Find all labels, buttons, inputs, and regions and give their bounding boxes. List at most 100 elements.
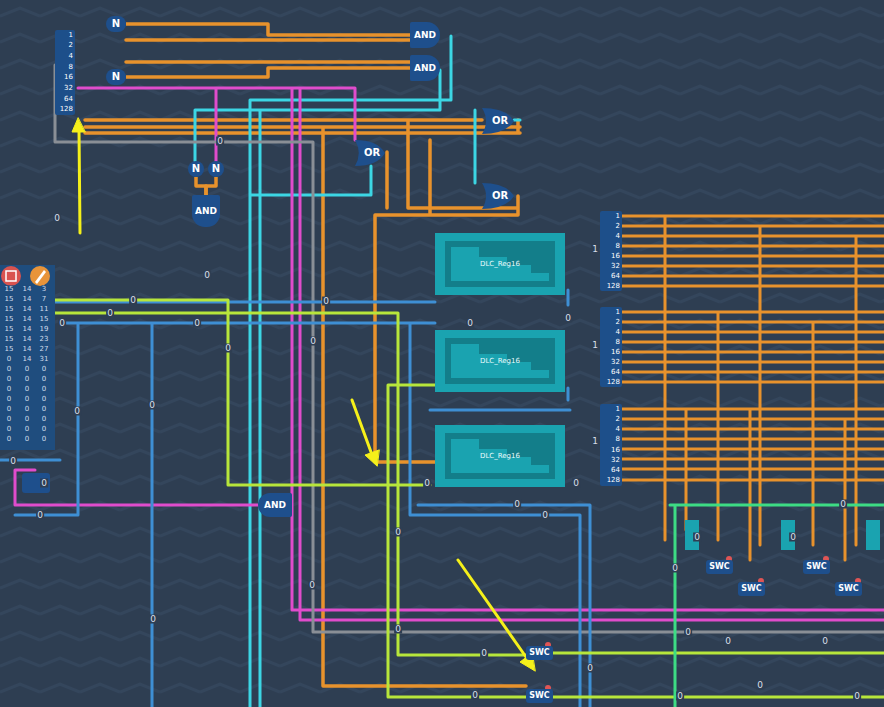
pin-label: 2 [616,223,620,230]
pin-label: 16 [611,447,620,454]
table-cell: 14 [23,286,32,293]
component-label: AND [414,64,436,73]
not-gate: N [106,16,126,32]
edit-button [30,266,50,286]
pin-label: 1 [616,309,620,316]
wire-value: 0 [73,407,81,416]
or-gate-body [482,183,514,209]
table-cell: 0 [7,376,11,383]
pin-label: 8 [69,64,73,71]
component-label: N [112,72,120,82]
table-cell: 0 [42,396,46,403]
wire-value: 0 [480,649,488,658]
wire-value: 0 [394,528,402,537]
table-cell: 15 [40,316,49,323]
wire-value: 0 [106,309,114,318]
annotation-arrow [352,400,371,452]
wire-value: 0 [839,500,847,509]
wire-value: 0 [203,271,211,280]
table-cell: 31 [40,356,49,363]
pin-label: 16 [64,74,73,81]
table-cell: 0 [25,426,29,433]
switch-component: SWC [803,560,830,574]
component-label: SWC [709,563,729,571]
component-label: SWC [741,585,761,593]
wire-value: 0 [853,692,861,701]
table-cell: 0 [42,436,46,443]
and-gate: AND [410,22,440,48]
pin-label: 8 [616,436,620,443]
pin-label: 16 [611,253,620,260]
pin-label: 4 [69,53,73,60]
table-cell: 15 [5,306,14,313]
component-label: N [112,19,120,29]
component-label: DLC_Reg16 [480,453,520,460]
table-cell: 0 [42,386,46,393]
wire-value: 0 [394,625,402,634]
wire-value: 0 [423,479,431,488]
table-cell: 14 [23,316,32,323]
pin-label: 64 [64,96,73,103]
pin-label: 4 [616,426,620,433]
or-gate-body [482,108,514,134]
pin-label: 8 [616,243,620,250]
component-label: AND [264,501,286,510]
not-gate: N [106,69,126,85]
pin-label: 128 [607,283,620,290]
wire-value: 0 [129,296,137,305]
table-cell: 0 [7,436,11,443]
wire-value: 0 [149,615,157,624]
table-cell: 0 [25,366,29,373]
switch-component: SWC [835,582,862,596]
wire-value: 0 [53,214,61,223]
wire-value: 0 [58,319,66,328]
table-cell: 0 [42,376,46,383]
component-label: DLC_Reg16 [480,358,520,365]
and-gate: AND [258,493,292,517]
memory-table-panel [0,265,55,450]
pin-label: 4 [616,329,620,336]
register-glyph [445,338,555,384]
pin-label: 128 [60,106,73,113]
pin-label: 64 [611,467,620,474]
table-cell: 14 [23,356,32,363]
wire-value: 0 [308,581,316,590]
table-cell: 15 [5,346,14,353]
wire-path [206,177,216,195]
table-cell: 0 [7,416,11,423]
table-cell: 0 [25,406,29,413]
byte-splitter: 1248163264128 [600,307,622,387]
wire-magenta [15,88,884,620]
table-cell: 0 [7,396,11,403]
teal-block [866,520,880,550]
component-label: OR [492,191,508,201]
wire-value: 0 [322,297,330,306]
table-cell: 0 [25,416,29,423]
byte-splitter: 1248163264128 [600,404,622,486]
component-label: N [212,164,220,174]
delete-icon [6,271,16,281]
wire-value: 0 [676,692,684,701]
pin-label: 4 [616,233,620,240]
table-cell: 7 [42,296,46,303]
register-glyph [445,241,555,287]
component-label: AND [195,207,217,216]
wire-lime [55,300,884,697]
pin-label: 16 [611,349,620,356]
or-gate: OR [482,108,514,134]
pin-label: 1 [69,32,73,39]
switch-component: SWC [738,582,765,596]
table-cell: 15 [5,316,14,323]
wire-value: 0 [693,533,701,542]
pin-label: 32 [611,263,620,270]
wire-value: 0 [36,511,44,520]
pin-label: 1 [616,213,620,220]
component-label: N [192,164,200,174]
annotation-arrow [79,130,80,233]
pin-label: 32 [611,457,620,464]
wire-value: 0 [148,401,156,410]
wire-value: 0 [789,533,797,542]
table-cell: 0 [25,376,29,383]
annotation-arrowhead [72,118,85,132]
